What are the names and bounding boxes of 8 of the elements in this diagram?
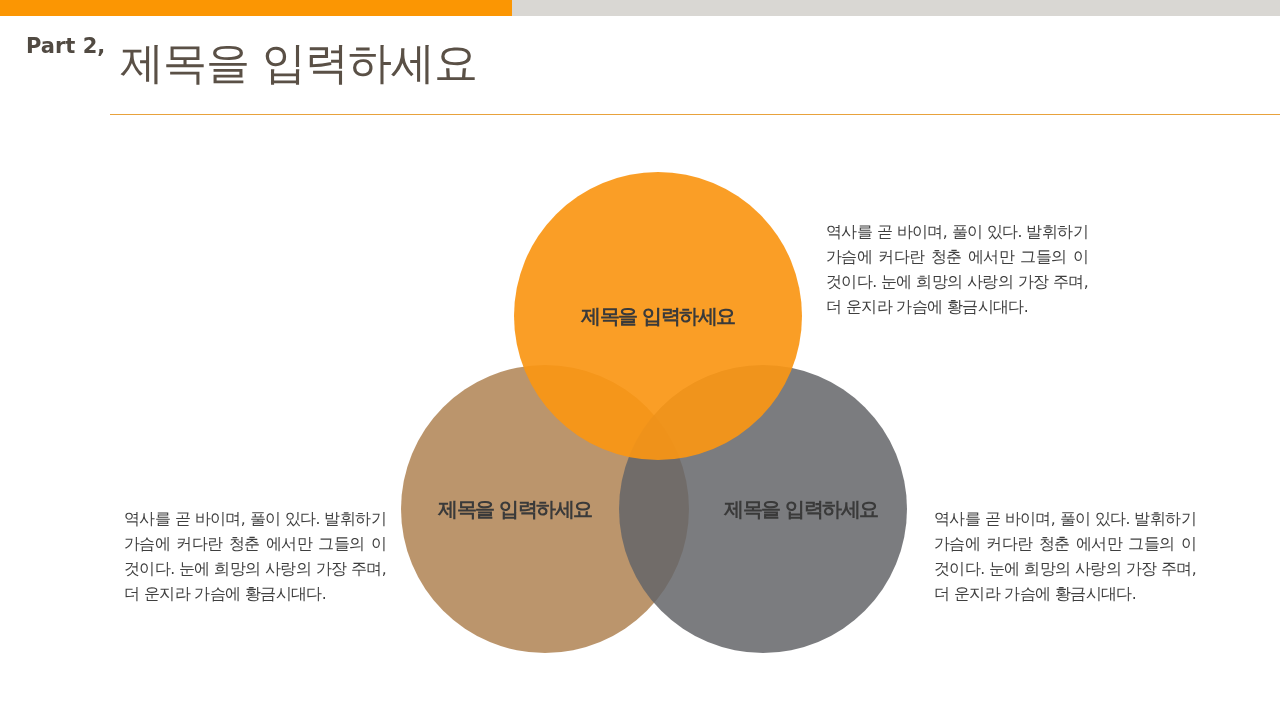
circle-title: 제목을 입력하세요: [581, 302, 735, 330]
circle-title: 제목을 입력하세요: [724, 495, 878, 523]
description-text: 역사를 곧 바이며, 풀이 있다. 발휘하기 가슴에 커다란 청춘 에서만 그들의 이것이다. 눈에 희망의 사랑의 가장 주며, 더 운지라 가슴에 황금시대다.: [934, 509, 1196, 605]
circle-title: 제목을 입력하세요: [438, 495, 592, 523]
description-text: 역사를 곧 바이며, 풀이 있다. 발휘하기 가슴에 커다란 청춘 에서만 그들의 이것이다. 눈에 희망의 사랑의 가장 주며, 더 운지라 가슴에 황금시대다.: [124, 509, 386, 605]
slide-title: 제목을 입력하세요: [120, 36, 477, 90]
description-text: 역사를 곧 바이며, 풀이 있다. 발휘하기 가슴에 커다란 청춘 에서만 그들의 이것이다. 눈에 희망의 사랑의 가장 주며, 더 운지라 가슴에 황금시대다.: [826, 222, 1088, 318]
part-label: Part 2,: [26, 34, 106, 58]
